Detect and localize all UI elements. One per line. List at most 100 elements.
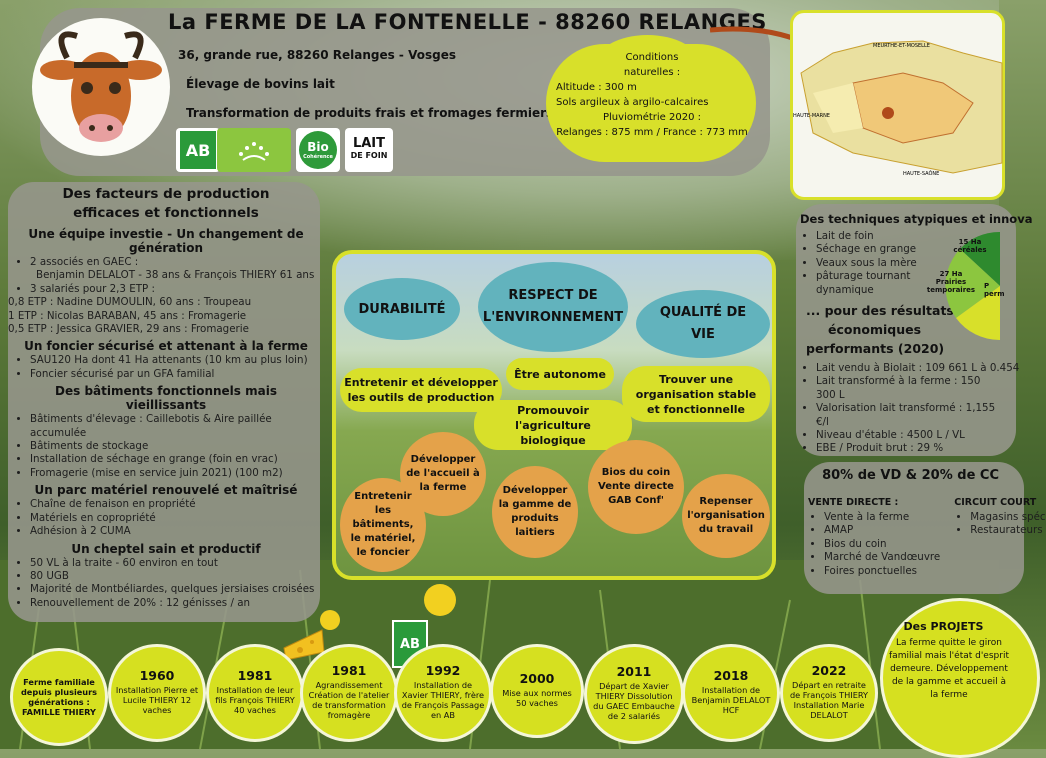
list-item: Lait de foin bbox=[816, 230, 999, 243]
right-content: Des techniques atypiques et innova Lait … bbox=[800, 212, 1033, 456]
map-label: HAUTE-MARNE bbox=[793, 113, 830, 119]
blob-entretenir: Entretenir les bâtiments, le matériel, l… bbox=[340, 478, 426, 572]
page-title: La FERME DE LA FONTENELLE - 88260 RELANG… bbox=[168, 10, 767, 34]
etp-lines: 0,8 ETP : Nadine DUMOULIN, 60 ans : Trou… bbox=[8, 296, 318, 336]
section-title: 80% de VD & 20% de CC bbox=[822, 468, 999, 483]
cloud-environnement: RESPECT DE L'ENVIRONNEMENT bbox=[478, 262, 628, 352]
results-title: économiques bbox=[828, 322, 922, 338]
results-title: ... pour des résultats bbox=[806, 303, 954, 319]
materiel-list: Chaîne de fenaison en propriété Matériel… bbox=[14, 498, 318, 538]
list-item: 3 salariés pour 2,3 ETP : bbox=[30, 283, 318, 296]
list-item: Valorisation lait transformé : 1,155 €/l bbox=[816, 402, 999, 429]
list-item: Lait vendu à Biolait : 109 661 L à 0.454 bbox=[816, 362, 1019, 375]
projets-circle bbox=[880, 598, 1040, 758]
list-item: Renouvellement de 20% : 12 génisses / an bbox=[30, 597, 318, 610]
list-item: Lait transformé à la ferme : 150 300 L bbox=[816, 375, 999, 402]
cheptel-list: 50 VL à la traite - 60 environ en tout 8… bbox=[14, 557, 318, 611]
pill-autonome: Être autonome bbox=[506, 358, 614, 390]
foncier-list: SAU120 Ha dont 41 Ha attenants (10 km au… bbox=[14, 354, 318, 381]
list-item: Niveau d'étable : 4500 L / VL bbox=[816, 429, 999, 442]
projets-text: Des PROJETS La ferme quitte le giron fam… bbox=[889, 620, 1009, 700]
timeline-item: 2000 Mise aux normes 50 vaches bbox=[490, 644, 584, 738]
conditions-cloud-top bbox=[595, 35, 700, 95]
list-item: 0,8 ETP : Nadine DUMOULIN, 60 ans : Trou… bbox=[8, 296, 252, 309]
list-item: Foncier sécurisé par un GFA familial bbox=[30, 368, 318, 381]
section-title: Des techniques atypiques et innova bbox=[800, 212, 1033, 226]
section-title: Des facteurs de production bbox=[62, 186, 270, 202]
list-item: EBE / Produit brut : 29 % bbox=[816, 442, 999, 455]
circuit-court: CIRCUIT COURT Magasins spéc Restaurateur… bbox=[954, 497, 1045, 578]
section-title: efficaces et fonctionnels bbox=[73, 205, 259, 221]
header-line2: Élevage de bovins lait bbox=[186, 77, 335, 91]
timeline-item: Ferme familiale depuis plusieurs générat… bbox=[10, 648, 108, 746]
list-item: Bâtiments de stockage bbox=[30, 440, 318, 453]
subsection-title: Un parc matériel renouvelé et maîtrisé bbox=[34, 483, 298, 498]
list-item: Bâtiments d'élevage : Caillebotis & Aire… bbox=[30, 413, 318, 440]
pill-outils: Entretenir et développer les outils de p… bbox=[340, 368, 502, 412]
list-item: Restaurateurs bbox=[970, 524, 1045, 537]
map-label: HAUTE-SAÔNE bbox=[903, 171, 940, 177]
blob-repenser: Repenser l'organisation du travail bbox=[682, 474, 770, 558]
subsection-title: Une équipe investie - Un changement de g… bbox=[28, 227, 304, 255]
list-item: Marché de Vandœuvre bbox=[824, 551, 940, 564]
vente-directe: VENTE DIRECTE : Vente à la ferme AMAP Bi… bbox=[808, 497, 940, 578]
blob-gamme: Développer la gamme de produits laitiers bbox=[492, 466, 578, 558]
subsection-title: Des bâtiments fonctionnels mais vieillis… bbox=[55, 384, 277, 413]
subsection-title: Un cheptel sain et productif bbox=[71, 541, 261, 556]
pie-label: 27 Ha Prairies temporaires bbox=[926, 270, 976, 294]
timeline-item: 1960 Installation Pierre et Lucile THIER… bbox=[108, 644, 206, 742]
pie-label: P perm bbox=[984, 282, 1005, 298]
list-item: Matériels en copropriété bbox=[30, 512, 318, 525]
timeline-item: 2018 Installation de Benjamin DELALOT HC… bbox=[682, 644, 780, 742]
list-item: 50 VL à la traite - 60 environ en tout bbox=[30, 557, 318, 570]
blob-bios: Bios du coin Vente directe GAB Conf' bbox=[588, 440, 684, 534]
batiments-list: Bâtiments d'élevage : Caillebotis & Aire… bbox=[14, 413, 318, 480]
list-item: Veaux sous la mère bbox=[816, 257, 999, 270]
list-item: 0,5 ETP : Jessica GRAVIER, 29 ans : From… bbox=[8, 323, 249, 336]
list-item: Bios du coin bbox=[824, 538, 940, 551]
list-item: Foires ponctuelles bbox=[824, 565, 940, 578]
pie-label: 15 Ha céréales bbox=[953, 238, 987, 254]
list-item: Adhésion à 2 CUMA bbox=[30, 525, 318, 538]
subsection-title: Un foncier sécurisé et attenant à la fer… bbox=[24, 339, 308, 354]
timeline-item: 2022 Départ en retraite de François THIE… bbox=[780, 644, 878, 742]
list-item: 2 associés en GAEC : bbox=[30, 256, 318, 269]
results-title: performants (2020) bbox=[806, 341, 945, 357]
timeline-item: 1981 Installation de leur fils François … bbox=[206, 644, 304, 742]
list-item: Magasins spéc bbox=[970, 511, 1045, 524]
eu-organic-logo bbox=[217, 128, 291, 172]
techniques-list: Lait de foin Séchage en grange Veaux sou… bbox=[800, 230, 999, 297]
list-item: pâturage tournant dynamique bbox=[816, 270, 916, 297]
timeline-item: 1981 Agrandissement Création de l'atelie… bbox=[300, 644, 398, 742]
address: 36, grande rue, 88260 Relanges - Vosges bbox=[178, 48, 456, 62]
list-item: Chaîne de fenaison en propriété bbox=[30, 498, 318, 511]
list-item: Majorité de Montbéliardes, quelques jers… bbox=[30, 583, 318, 596]
pill-organisation: Trouver une organisation stable et fonct… bbox=[622, 366, 770, 422]
results-list: Lait vendu à Biolait : 109 661 L à 0.454… bbox=[800, 362, 1019, 456]
list-item: Séchage en grange bbox=[816, 243, 999, 256]
pill-bio: Promouvoir l'agriculture biologique bbox=[474, 400, 632, 450]
map-label: MEURTHE-ET-MOSELLE bbox=[873, 43, 930, 49]
left-content: Des facteurs de production efficaces et … bbox=[8, 186, 318, 611]
list-item: AMAP bbox=[824, 524, 940, 537]
cow-logo bbox=[32, 18, 170, 156]
list-item: SAU120 Ha dont 41 Ha attenants (10 km au… bbox=[30, 354, 318, 367]
cloud-durabilite: DURABILITÉ bbox=[344, 278, 460, 340]
list-item: Benjamin DELALOT - 38 ans & François THI… bbox=[36, 269, 315, 282]
surface-pie bbox=[945, 231, 1000, 341]
team-list: 2 associés en GAEC : Benjamin DELALOT - … bbox=[14, 256, 318, 296]
list-item: 1 ETP : Nicolas BARABAN, 45 ans : Fromag… bbox=[8, 309, 247, 322]
list-item: 80 UGB bbox=[30, 570, 318, 583]
header-line3: Transformation de produits frais et from… bbox=[186, 106, 554, 120]
timeline-item: 2011 Départ de Xavier THIERY Dissolution… bbox=[584, 644, 684, 744]
vd-content: 80% de VD & 20% de CC VENTE DIRECTE : Ve… bbox=[808, 466, 1046, 578]
timeline-item: 1992 Installation de Xavier THIERY, frèr… bbox=[394, 644, 492, 742]
vd-panel bbox=[804, 462, 1024, 594]
list-item: Installation de séchage en grange (foin … bbox=[30, 453, 318, 466]
list-item: Fromagerie (mise en service juin 2021) (… bbox=[30, 467, 318, 480]
conditions-text: Conditions naturelles : Altitude : 300 m… bbox=[556, 52, 748, 138]
left-panel bbox=[8, 182, 320, 622]
cloud-qualite: QUALITÉ DE VIE bbox=[636, 290, 770, 358]
